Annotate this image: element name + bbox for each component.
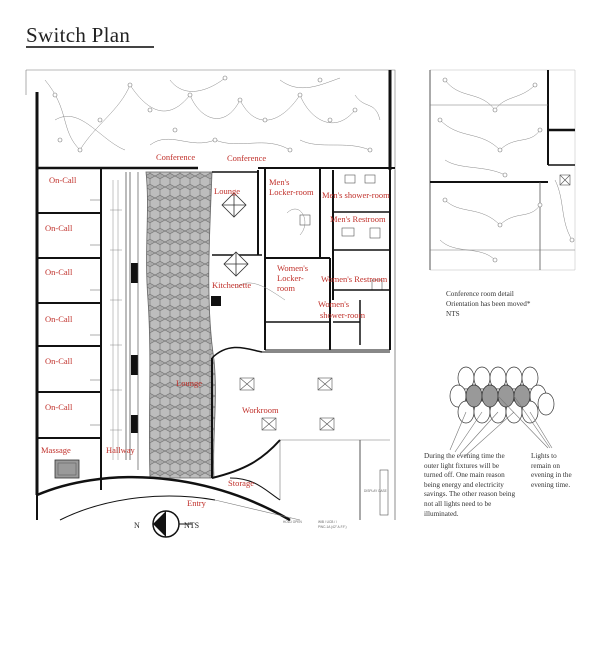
room-label-mens-restroom: Men's Restroom [330,214,386,224]
room-label-womens-shower-1: Women's [318,299,349,309]
north-label: N [134,521,140,530]
main-plan [25,69,396,520]
hold-open-text: HOLD OPEN [283,520,302,524]
room-label-womens-locker-3: room [277,283,295,293]
room-labels: Conference Conference On-Call On-Call On… [41,152,390,508]
room-label-storage: Storage [228,478,254,488]
room-label-entry: Entry [187,498,207,508]
room-label-oncall-4: On-Call [45,314,73,324]
room-label-lounge-mid: Lounge [176,378,202,388]
fixture-note-2: PWC-1A (42" A.F.F.) [318,525,347,529]
room-label-conference-1: Conference [156,152,195,162]
room-label-hallway: Hallway [106,445,136,455]
room-label-womens-locker-2: Locker- [277,273,304,283]
light-legend-hex-cluster [449,366,555,457]
north-arrow: N NTS [134,510,199,538]
room-label-mens-locker-1: Men's [269,177,289,187]
display-case-text: DISPLAY CASE [364,489,387,493]
room-label-kitchenette: Kitchenette [212,280,251,290]
room-label-mens-shower: Men's shower-room [322,190,390,200]
conference-detail-plan [429,69,576,271]
conference-detail-caption-2: Orientation has been moved* [446,300,531,308]
room-label-oncall-5: On-Call [45,356,73,366]
room-label-workroom: Workroom [242,405,279,415]
conference-detail-caption-1: Conference room detail [446,290,514,298]
hex-lounge-floor [145,171,216,479]
room-label-womens-locker-1: Women's [277,263,308,273]
conference-wiring [44,77,381,151]
page-title: Switch Plan [26,23,131,47]
conference-detail-caption-3: NTS [446,310,460,318]
legend-lights-remain-note: Lights to remain on evening in the eveni… [531,452,572,489]
room-label-oncall-6: On-Call [45,402,73,412]
room-label-oncall-1: On-Call [49,175,77,185]
room-label-oncall-2: On-Call [45,223,73,233]
room-label-womens-shower-2: shower-room [320,310,366,320]
main-plan-2 [36,168,396,522]
room-label-mens-locker-2: Locker-room [269,187,314,197]
legend-outer-lights-note: During the evening time the outer light … [424,452,516,518]
room-label-conference-2: Conference [227,153,266,163]
room-label-lounge-top: Lounge [214,186,240,196]
scale-label: NTS [184,521,199,530]
room-label-massage: Massage [41,445,71,455]
room-label-womens-restroom: Women's Restroom [321,274,388,284]
title-underline [26,46,154,48]
fixture-note-1: WIB / UCB / / [318,520,337,524]
conference-fixtures [52,75,373,153]
room-label-oncall-3: On-Call [45,267,73,277]
